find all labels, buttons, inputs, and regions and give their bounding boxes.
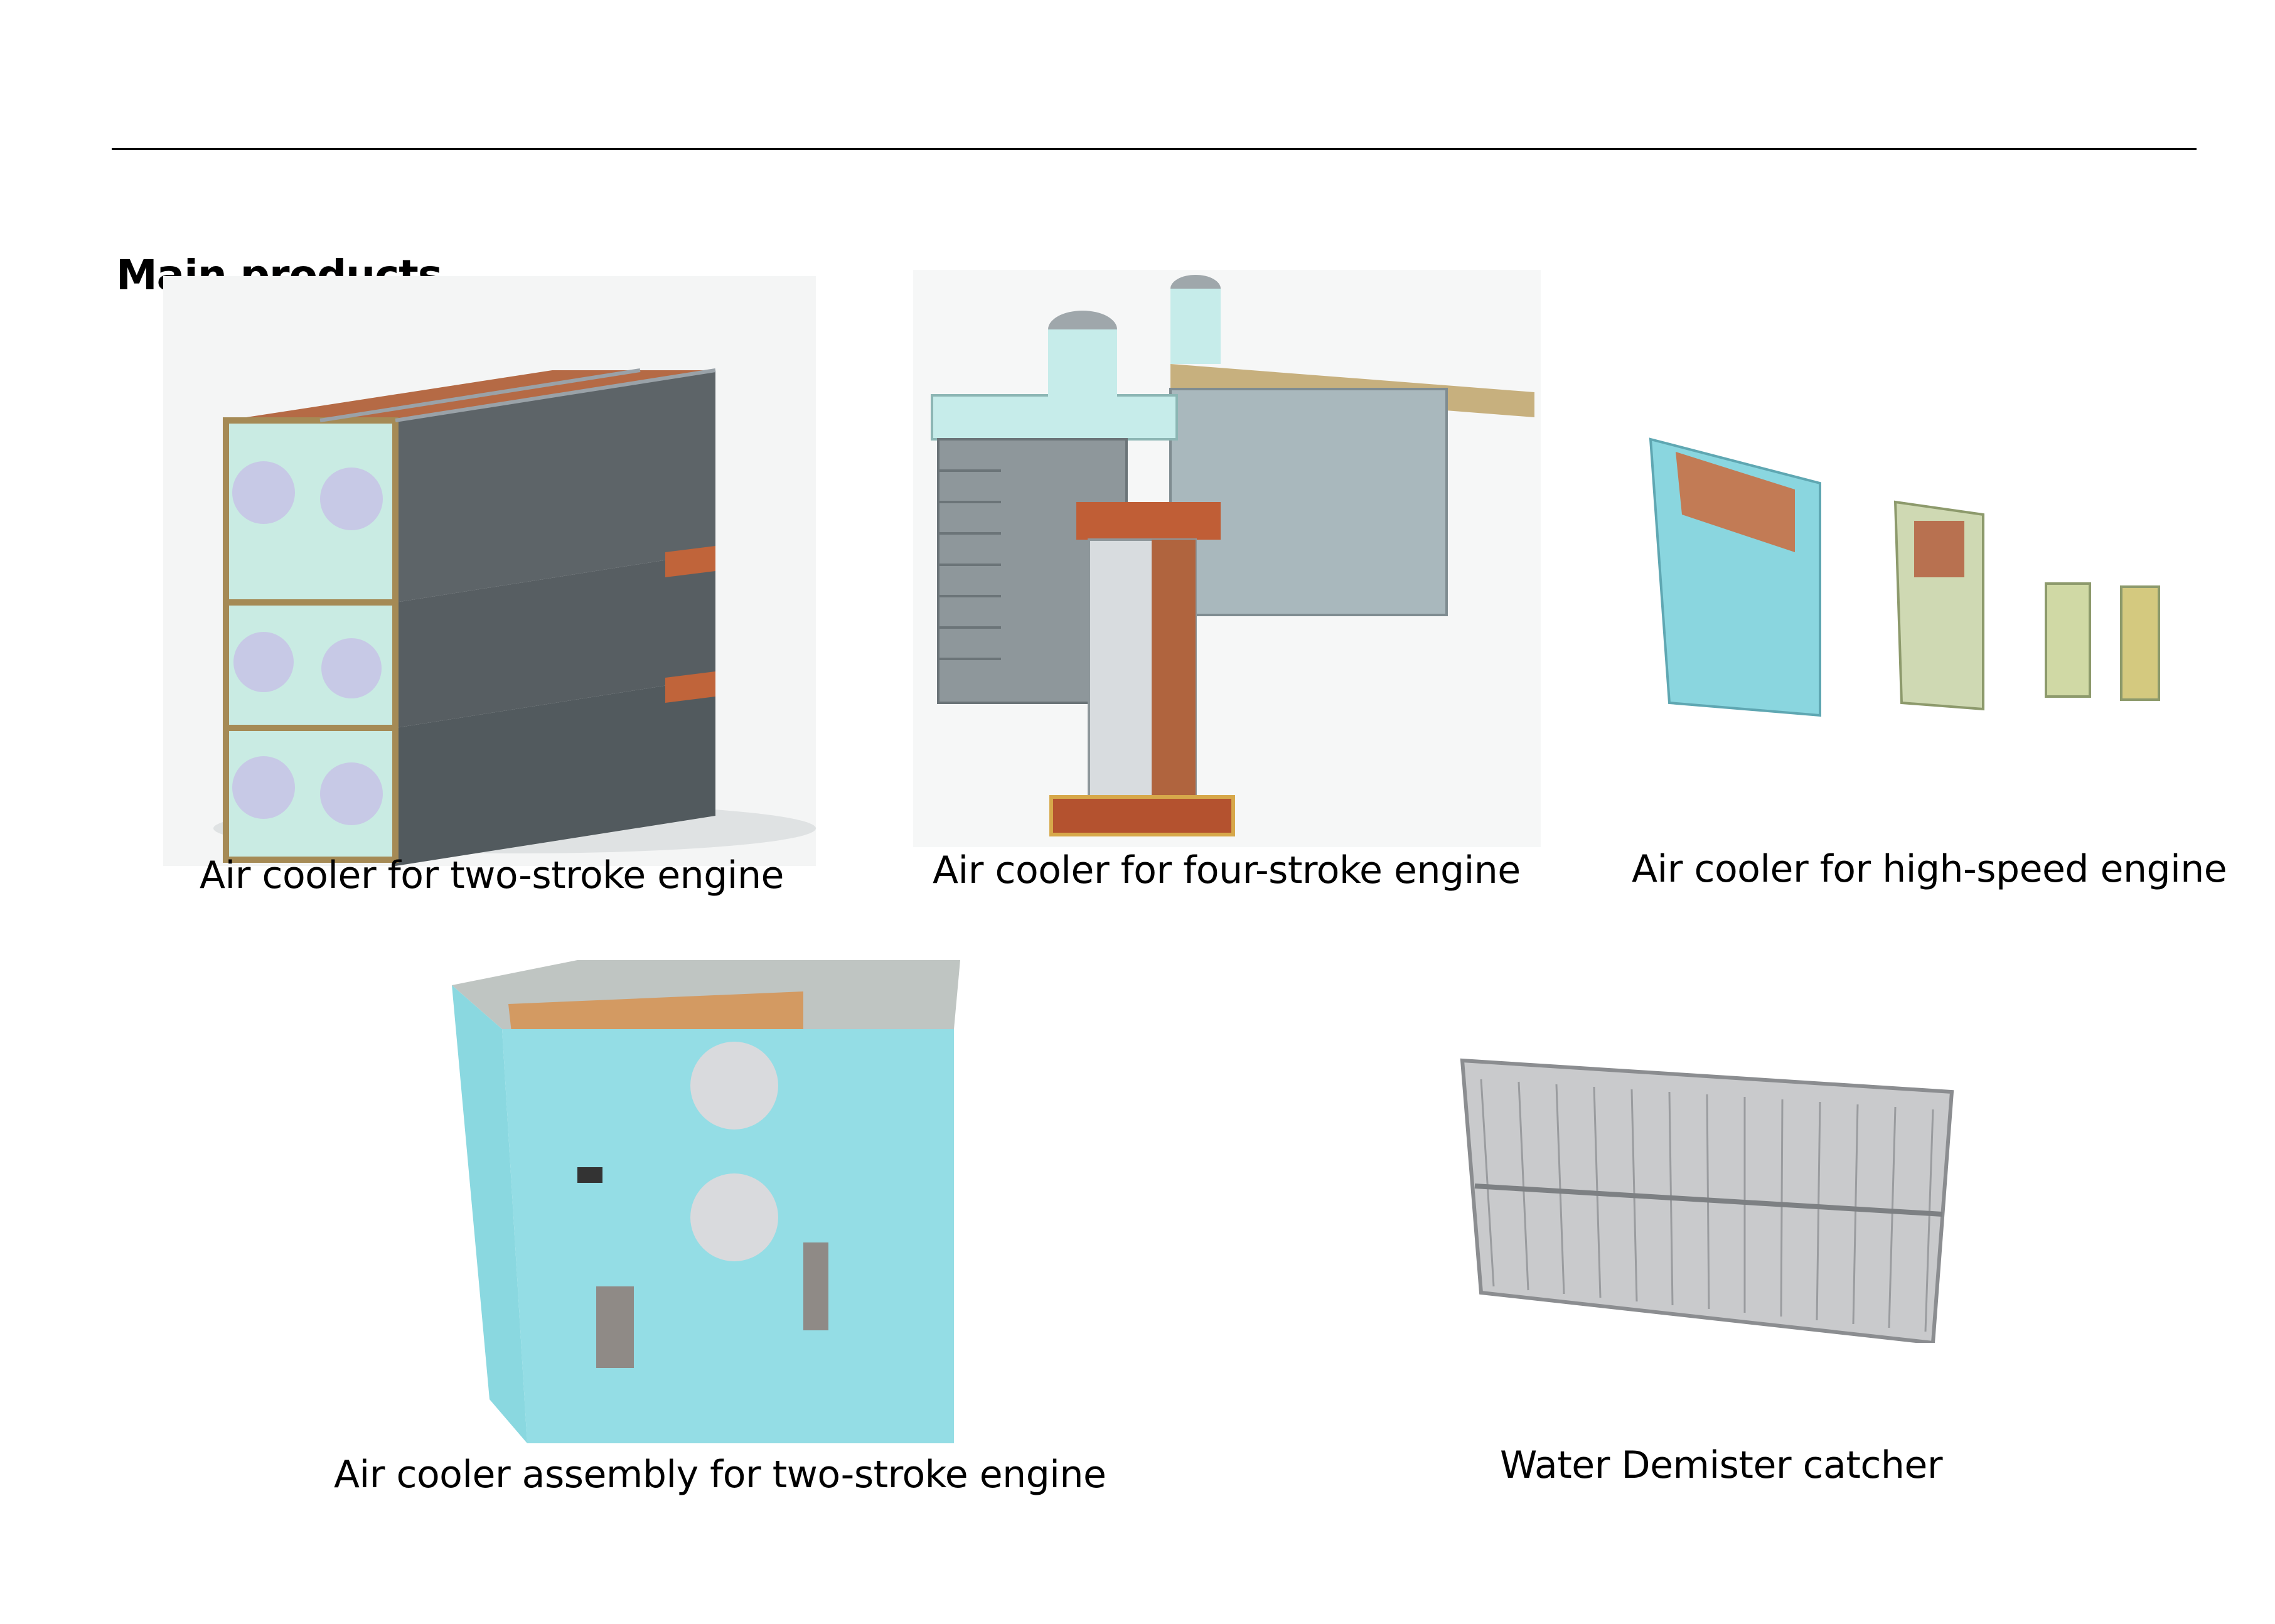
air-cooler-assembly-image — [452, 960, 966, 1443]
product-demister — [1456, 1054, 1958, 1343]
product-four-stroke — [913, 270, 1541, 847]
four-stroke-air-cooler-image — [913, 270, 1541, 847]
stacked-air-cooler-image — [163, 276, 816, 866]
product-caption: Air cooler for four-stroke engine — [933, 848, 1521, 892]
product-caption: Air cooler for high-speed engine — [1632, 847, 2227, 891]
product-two-stroke — [163, 276, 816, 866]
water-demister-image — [1456, 1054, 1958, 1343]
high-speed-air-cooler-image — [1632, 414, 2209, 740]
product-caption: Air cooler assembly for two-stroke engin… — [334, 1453, 1106, 1497]
product-assembly — [452, 960, 966, 1443]
header-rule — [112, 148, 2197, 150]
product-caption: Water Demister catcher — [1500, 1443, 1943, 1487]
product-high-speed — [1632, 414, 2209, 740]
product-caption: Air cooler for two-stroke engine — [200, 853, 784, 897]
